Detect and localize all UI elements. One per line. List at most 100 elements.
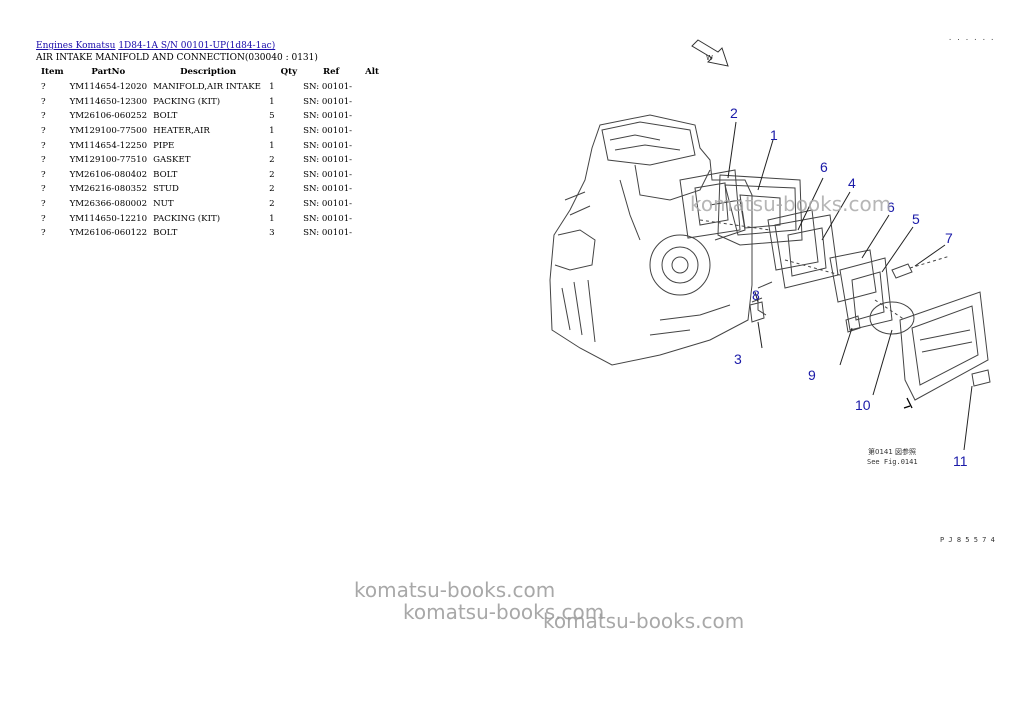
table-row: ? YM114654-12020 MANIFOLD,AIR INTAKE 1 S… xyxy=(38,80,386,95)
cell-ref: SN: 00101- xyxy=(303,184,353,195)
air-heater xyxy=(774,214,839,289)
cell-item: ? xyxy=(41,82,46,93)
cell-alt xyxy=(362,109,386,124)
cell-ref: SN: 00101- xyxy=(303,140,353,151)
drawing-code: P J 8 5 5 7 4 xyxy=(940,536,995,544)
callout-5: 5 xyxy=(912,211,920,227)
cell-alt xyxy=(362,124,386,139)
page-title: AIR INTAKE MANIFOLD AND CONNECTION(03004… xyxy=(36,53,318,63)
cell-item: ? xyxy=(41,126,46,137)
cell-partno: YM129100-77500 xyxy=(69,126,148,137)
callout-4: 4 xyxy=(848,175,856,191)
cell-item: ? xyxy=(41,213,46,224)
cell-alt xyxy=(362,95,386,110)
direction-arrow-icon xyxy=(691,39,729,67)
cell-description: BOLT xyxy=(153,111,178,122)
diagram-corner-mark: . . . . . . xyxy=(948,34,994,42)
callout-3: 3 xyxy=(734,351,742,367)
table-row: ? YM114650-12210 PACKING (KIT) 1 SN: 001… xyxy=(38,211,386,226)
breadcrumb-link-engines[interactable]: Engines Komatsu xyxy=(36,41,116,51)
cell-ref: SN: 00101- xyxy=(303,169,353,180)
cell-item: ? xyxy=(41,96,46,107)
cell-alt xyxy=(362,80,386,95)
cell-item: ? xyxy=(41,140,46,151)
pipe xyxy=(839,257,893,331)
cell-qty: 1 xyxy=(269,213,275,224)
exploded-parts-diagram: 2 1 6 4 6 5 7 8 3 9 10 11 . . . . . . W … xyxy=(540,30,1010,550)
cell-item: ? xyxy=(41,184,46,195)
table-header-row: Item PartNo Description Qty Ref Alt xyxy=(38,66,386,80)
cell-description: NUT xyxy=(153,199,174,210)
breadcrumb: Engines Komatsu 1D84-1A S/N 00101-UP(1d8… xyxy=(36,40,275,53)
cell-qty: 1 xyxy=(269,96,275,107)
cell-ref: SN: 00101- xyxy=(303,213,353,224)
see-fig-en: See Fig.0141 xyxy=(867,458,918,466)
watermark-1: komatsu-books.com xyxy=(354,578,556,602)
cell-ref: SN: 00101- xyxy=(303,126,353,137)
cell-partno: YM26106-060122 xyxy=(69,228,148,239)
cell-description: HEATER,AIR xyxy=(153,126,210,137)
cell-partno: YM114654-12020 xyxy=(69,82,148,93)
header-partno: PartNo xyxy=(91,67,126,77)
callout-9: 9 xyxy=(808,367,816,383)
breadcrumb-link-model[interactable]: 1D84-1A S/N 00101-UP(1d84-1ac) xyxy=(118,41,276,51)
intake-manifold xyxy=(717,174,803,246)
cell-partno: YM114650-12300 xyxy=(69,96,148,107)
callout-7: 7 xyxy=(945,230,953,246)
table-row: ? YM26106-080402 BOLT 2 SN: 00101- xyxy=(38,168,386,183)
cell-alt xyxy=(362,168,386,183)
direction-arrow-label: W xyxy=(706,54,713,62)
header-item: Item xyxy=(41,67,64,77)
cell-ref: SN: 00101- xyxy=(303,111,353,122)
cell-partno: YM114650-12210 xyxy=(69,213,148,224)
table-row: ? YM129100-77500 HEATER,AIR 1 SN: 00101- xyxy=(38,124,386,139)
header-qty: Qty xyxy=(280,67,298,77)
cell-ref: SN: 00101- xyxy=(303,96,353,107)
cell-alt xyxy=(362,153,386,168)
cell-partno: YM26106-080402 xyxy=(69,169,148,180)
cell-description: BOLT xyxy=(153,228,178,239)
callout-8: 8 xyxy=(752,287,760,303)
cell-qty: 1 xyxy=(269,82,275,93)
cell-partno: YM129100-77510 xyxy=(69,155,148,166)
cell-ref: SN: 00101- xyxy=(303,228,353,239)
cell-qty: 2 xyxy=(269,199,275,210)
engine-block-outline xyxy=(549,114,753,366)
table-row: ? YM26216-080352 STUD 2 SN: 00101- xyxy=(38,182,386,197)
callout-11: 11 xyxy=(953,453,968,469)
table-row: ? YM129100-77510 GASKET 2 SN: 00101- xyxy=(38,153,386,168)
cell-qty: 1 xyxy=(269,126,275,137)
table-row: ? YM114650-12300 PACKING (KIT) 1 SN: 001… xyxy=(38,95,386,110)
cell-alt xyxy=(362,197,386,212)
cell-qty: 3 xyxy=(269,228,275,239)
watermark-3: komatsu-books.com xyxy=(543,609,745,633)
diagram-svg: 2 1 6 4 6 5 7 8 3 9 10 11 . . . . . . W … xyxy=(549,34,995,544)
watermark-2: komatsu-books.com xyxy=(403,600,605,624)
callout-10: 10 xyxy=(855,397,871,413)
cell-alt xyxy=(362,138,386,153)
callout-6a: 6 xyxy=(820,159,828,175)
cell-qty: 1 xyxy=(269,140,275,151)
header-description: Description xyxy=(180,67,237,77)
cell-item: ? xyxy=(41,155,46,166)
cell-qty: 5 xyxy=(269,111,275,122)
cell-description: PIPE xyxy=(153,140,175,151)
cell-ref: SN: 00101- xyxy=(303,199,353,210)
cell-item: ? xyxy=(41,169,46,180)
packing-plate xyxy=(679,169,741,239)
cell-item: ? xyxy=(41,199,46,210)
callout-1: 1 xyxy=(770,127,778,143)
cell-partno: YM26106-060252 xyxy=(69,111,148,122)
cell-description: PACKING (KIT) xyxy=(153,96,221,107)
cell-qty: 2 xyxy=(269,184,275,195)
cell-ref: SN: 00101- xyxy=(303,82,353,93)
callout-6b: 6 xyxy=(887,199,895,215)
cell-partno: YM26216-080352 xyxy=(69,184,148,195)
cell-description: BOLT xyxy=(153,169,178,180)
see-fig-jp: 第0141 図参照 xyxy=(868,447,916,456)
diagram-watermark: komatsu-books.com xyxy=(690,192,892,216)
cell-partno: YM114654-12250 xyxy=(69,140,148,151)
elbow-connection xyxy=(899,291,989,401)
cell-ref: SN: 00101- xyxy=(303,155,353,166)
cell-qty: 2 xyxy=(269,155,275,166)
